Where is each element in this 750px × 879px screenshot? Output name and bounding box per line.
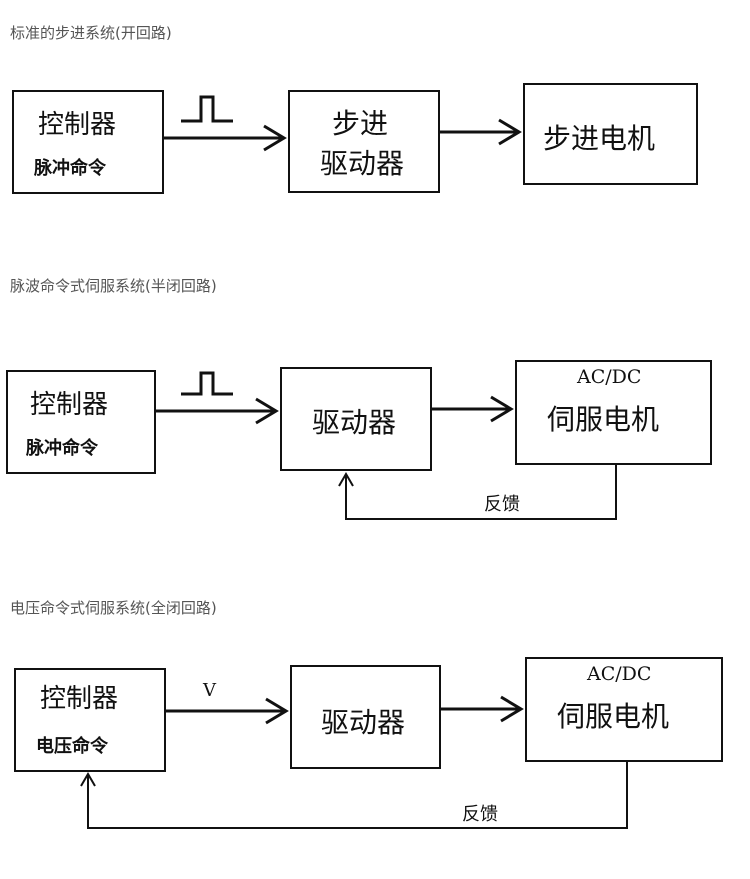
- diagram1-motor-label: 步进电机: [543, 122, 656, 155]
- diagram2-pulse-icon: [181, 371, 233, 396]
- diagram3-controller-sub: 电压命令: [36, 736, 108, 757]
- diagram1-pulse-icon: [181, 95, 233, 123]
- diagram1-arrowhead-motor: [498, 118, 522, 146]
- diagram1-title: 标准的步进系统(开回路): [10, 24, 172, 42]
- diagram3-feedback-line: [87, 762, 628, 829]
- diagram3-feedback-label: 反馈: [462, 804, 498, 825]
- diagram3-motor-label: 伺服电机: [557, 700, 670, 733]
- diagram3-motor-box: AC/DC 伺服电机: [525, 657, 723, 762]
- diagram1-driver-box: 步进 驱动器: [288, 90, 440, 193]
- diagram3-arrowhead-motor: [500, 695, 524, 723]
- diagram1-driver-line1: 步进: [332, 107, 389, 140]
- diagram3-arrowhead-driver: [265, 697, 289, 725]
- diagram3-motor-type: AC/DC: [587, 663, 652, 685]
- diagram2-controller-label: 控制器: [30, 390, 109, 420]
- diagram3-feedback-arrowhead: [80, 772, 96, 787]
- diagram2-arrowhead-motor: [490, 395, 514, 423]
- diagram1-motor-box: 步进电机: [523, 83, 698, 185]
- diagram2-controller-box: 控制器 脉冲命令: [6, 370, 156, 474]
- diagram2-controller-sub: 脉冲命令: [26, 438, 98, 459]
- diagram3-driver-label: 驱动器: [321, 706, 406, 739]
- diagram3-title: 电压命令式伺服系统(全闭回路): [10, 599, 217, 617]
- diagram3-driver-box: 驱动器: [290, 665, 441, 769]
- diagram2-motor-box: AC/DC 伺服电机: [515, 360, 712, 465]
- diagram2-driver-label: 驱动器: [312, 406, 397, 439]
- diagram2-feedback-arrowhead: [338, 472, 354, 487]
- diagram2-title: 脉波命令式伺服系统(半闭回路): [10, 277, 217, 295]
- diagram3-controller-box: 控制器 电压命令: [14, 668, 166, 772]
- diagram2-arrowhead-driver: [255, 397, 279, 425]
- diagram3-signal-label: V: [203, 680, 216, 701]
- diagram1-driver-line2: 驱动器: [320, 147, 405, 180]
- diagram3-controller-label: 控制器: [40, 684, 119, 714]
- diagram1-controller-sub: 脉冲命令: [34, 158, 106, 179]
- diagram1-controller-label: 控制器: [38, 110, 117, 140]
- diagram2-driver-box: 驱动器: [280, 367, 432, 471]
- diagram2-motor-label: 伺服电机: [547, 403, 660, 436]
- diagram2-feedback-label: 反馈: [484, 494, 520, 515]
- diagram1-arrowhead-driver: [263, 124, 287, 152]
- diagram2-feedback-line: [345, 465, 617, 520]
- diagram1-controller-box: 控制器 脉冲命令: [12, 90, 164, 194]
- diagram2-motor-type: AC/DC: [577, 366, 642, 388]
